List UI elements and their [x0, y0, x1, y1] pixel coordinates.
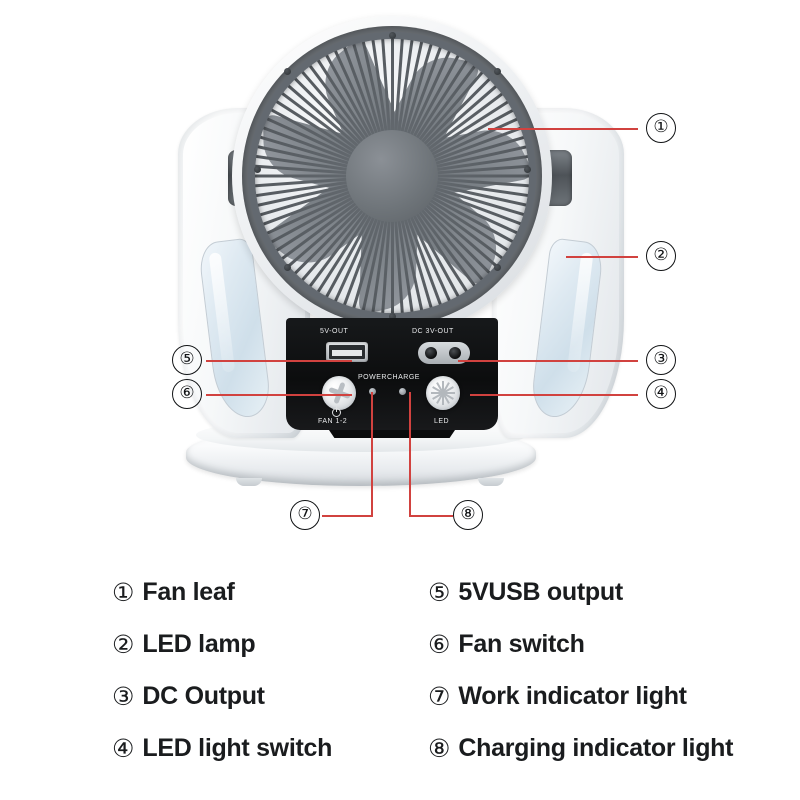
legend-label-7: Work indicator light — [458, 681, 687, 710]
callout-6[interactable]: ⑥ — [172, 379, 202, 409]
base-foot-right — [478, 478, 504, 486]
callout-5[interactable]: ⑤ — [172, 345, 202, 375]
led-knob-label: LED — [434, 418, 450, 425]
legend-number-7: ⑦ — [428, 681, 451, 711]
legend-item-3: ③ DC Output — [112, 670, 332, 722]
dc-output-label: DC 3V-OUT — [412, 328, 454, 335]
legend-column-right: ⑤ 5VUSB output ⑥ Fan switch ⑦ Work indic… — [428, 566, 733, 774]
callout-8[interactable]: ⑧ — [453, 500, 483, 530]
legend-item-8: ⑧ Charging indicator light — [428, 722, 733, 774]
legend-item-6: ⑥ Fan switch — [428, 618, 733, 670]
legend-label-8: Charging indicator light — [458, 733, 734, 762]
legend-column-left: ① Fan leaf ② LED lamp ③ DC Output ④ LED … — [112, 566, 332, 774]
legend-item-5: ⑤ 5VUSB output — [428, 566, 733, 618]
dc-output-jacks[interactable] — [418, 342, 470, 364]
led-light-switch-knob[interactable] — [426, 376, 460, 410]
legend-label-2: LED lamp — [142, 629, 256, 658]
fan-screw — [284, 264, 291, 271]
fan-screw — [524, 166, 531, 173]
charging-indicator-light — [399, 388, 406, 395]
led-knob-ray-icon — [442, 381, 444, 393]
legend-label-3: DC Output — [142, 681, 265, 710]
callout-4[interactable]: ④ — [646, 379, 676, 409]
leader-line-3 — [458, 360, 638, 362]
fan-screw — [389, 32, 396, 39]
usb-port-tongue — [332, 350, 362, 356]
usb-output-label: 5V-OUT — [320, 328, 349, 335]
legend-label-4: LED light switch — [142, 733, 333, 762]
legend-number-6: ⑥ — [428, 629, 451, 659]
legend-label-5: 5VUSB output — [458, 577, 623, 606]
legend-number-5: ⑤ — [428, 577, 451, 607]
dc-jack-right — [449, 347, 461, 359]
legend-item-2: ② LED lamp — [112, 618, 332, 670]
legend: ① Fan leaf ② LED lamp ③ DC Output ④ LED … — [0, 566, 800, 800]
leader-line-1 — [488, 128, 638, 130]
fan-screw — [389, 313, 396, 320]
dc-jack-left — [425, 347, 437, 359]
legend-number-3: ③ — [112, 681, 135, 711]
fan-screw — [494, 264, 501, 271]
callout-1[interactable]: ① — [646, 113, 676, 143]
callout-2[interactable]: ② — [646, 241, 676, 271]
control-panel: 5V-OUT DC 3V-OUT FAN 1-2 POWER CHARGE LE… — [286, 318, 498, 430]
charge-indicator-label: CHARGE — [387, 374, 420, 381]
led-gloss-right — [566, 252, 594, 373]
fan-switch-knob[interactable] — [322, 376, 356, 410]
product-illustration: 5V-OUT DC 3V-OUT FAN 1-2 POWER CHARGE LE… — [172, 16, 676, 530]
legend-number-2: ② — [112, 629, 135, 659]
leader-line-2 — [566, 256, 638, 258]
leader-line-8-horizontal — [409, 515, 453, 517]
legend-item-7: ⑦ Work indicator light — [428, 670, 733, 722]
leader-line-7-vertical — [371, 392, 373, 516]
legend-label-1: Fan leaf — [142, 577, 235, 606]
leader-line-7-horizontal — [322, 515, 373, 517]
power-indicator-label: POWER — [358, 374, 387, 381]
fan-screw — [284, 68, 291, 75]
callout-3[interactable]: ③ — [646, 345, 676, 375]
usb-output-port[interactable] — [326, 342, 368, 362]
fan-rim-ring — [248, 32, 536, 320]
work-indicator-light — [369, 388, 376, 395]
legend-number-4: ④ — [112, 733, 135, 763]
base-foot-left — [236, 478, 262, 486]
leader-line-4 — [470, 394, 638, 396]
legend-number-1: ① — [112, 577, 135, 607]
legend-label-6: Fan switch — [458, 629, 585, 658]
callout-7[interactable]: ⑦ — [290, 500, 320, 530]
usb-port-inner — [329, 345, 365, 359]
leader-line-5 — [206, 360, 352, 362]
leader-line-6 — [206, 394, 352, 396]
legend-item-1: ① Fan leaf — [112, 566, 332, 618]
fan-head — [232, 16, 552, 336]
leader-line-8-vertical — [409, 392, 411, 516]
fan-screw — [254, 166, 261, 173]
fan-screw — [494, 68, 501, 75]
legend-item-4: ④ LED light switch — [112, 722, 332, 774]
fan-knob-label: FAN 1-2 — [318, 418, 348, 425]
legend-number-8: ⑧ — [428, 733, 451, 763]
power-symbol-icon — [332, 406, 341, 417]
